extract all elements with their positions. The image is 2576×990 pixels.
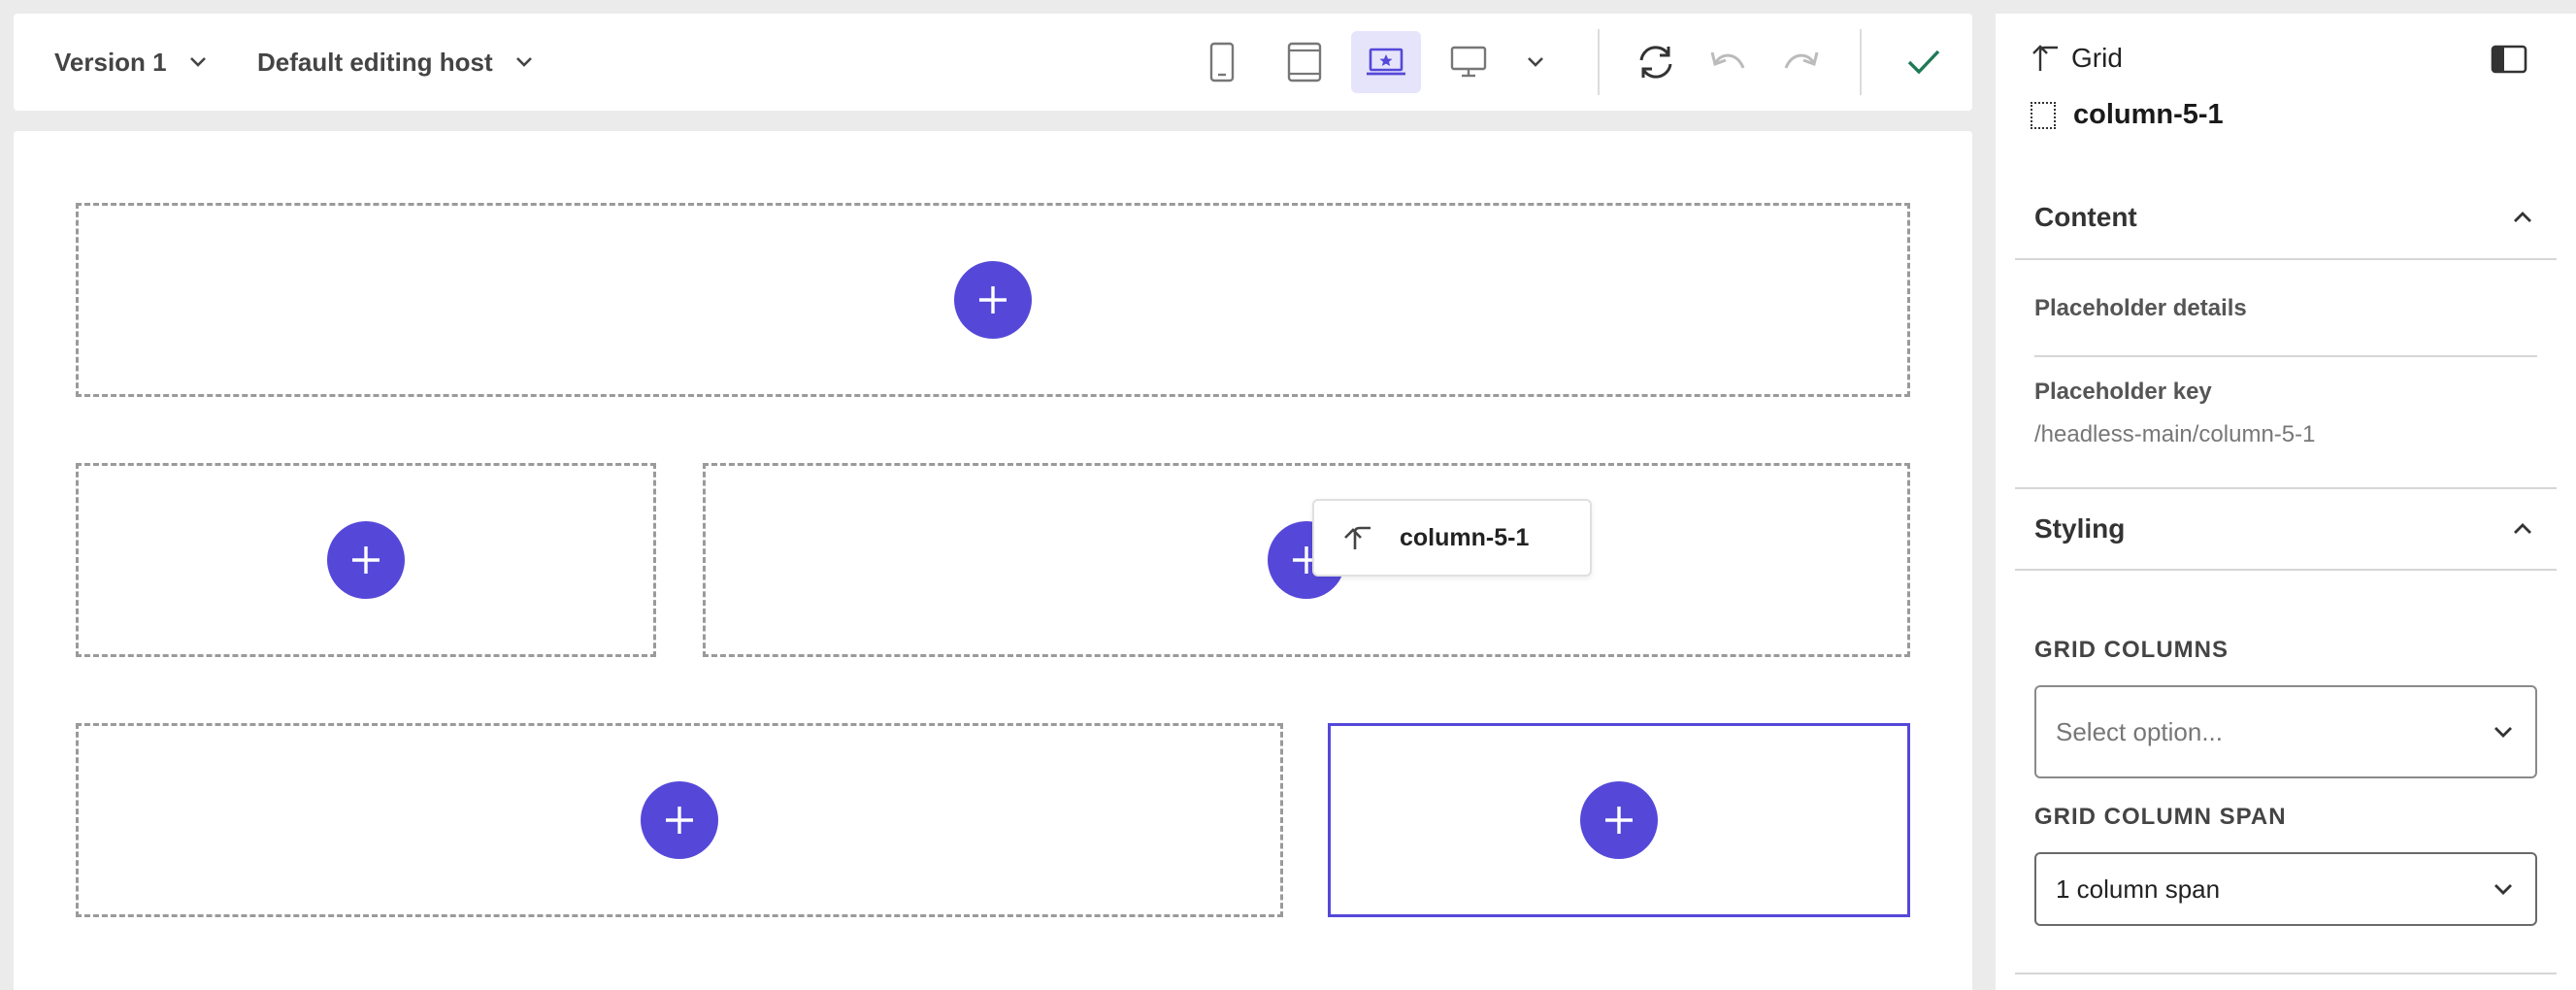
- desktop-view-button[interactable]: [1434, 31, 1503, 93]
- redo-button[interactable]: [1767, 31, 1836, 93]
- add-component-button[interactable]: [641, 781, 718, 859]
- content-section-header[interactable]: Content: [2015, 177, 2557, 260]
- chevron-down-icon: [2494, 727, 2512, 738]
- placeholder-column-5-1-selected[interactable]: [1328, 723, 1910, 917]
- toolbar-divider: [1598, 29, 1600, 95]
- add-component-button[interactable]: [1580, 781, 1658, 859]
- version-label: Version 1: [54, 47, 167, 77]
- properties-panel: Grid column-5-1 Content Placeholder deta…: [1996, 14, 2576, 990]
- add-component-button[interactable]: [327, 521, 405, 599]
- plus-icon: [1605, 807, 1633, 834]
- placeholder-row-2-col-2[interactable]: [703, 463, 1910, 657]
- laptop-view-button[interactable]: [1351, 31, 1421, 93]
- selected-component-chip[interactable]: column-5-1: [1312, 499, 1592, 577]
- editing-host-label: Default editing host: [257, 47, 493, 77]
- plus-icon: [352, 546, 380, 574]
- divider: [2015, 973, 2557, 974]
- placeholder-key-value: /headless-main/column-5-1: [2034, 421, 2316, 447]
- styling-section-header[interactable]: Styling: [2015, 487, 2557, 571]
- tablet-view-button[interactable]: [1270, 31, 1339, 93]
- parent-label: Grid: [2071, 43, 2123, 73]
- page-canvas: [14, 131, 1972, 990]
- toolbar-divider: [1860, 29, 1862, 95]
- desktop-icon: [1450, 46, 1487, 78]
- chevron-down-icon: [515, 57, 532, 67]
- grid-column-span-value: 1 column span: [2056, 874, 2221, 904]
- chevron-down-icon: [2494, 884, 2512, 895]
- grid-column-span-label: GRID COLUMN SPAN: [2034, 804, 2287, 830]
- mobile-icon: [1209, 42, 1235, 82]
- placeholder-row-2-col-1[interactable]: [76, 463, 656, 657]
- chevron-up-icon: [2514, 212, 2531, 222]
- confirm-button[interactable]: [1889, 31, 1959, 93]
- undo-icon: [1710, 51, 1745, 69]
- parent-breadcrumb[interactable]: Grid: [2031, 43, 2123, 74]
- undo-button[interactable]: [1693, 31, 1763, 93]
- divider: [2034, 355, 2537, 357]
- toggle-panel-button[interactable]: [2491, 45, 2527, 79]
- select-parent-icon: [2032, 45, 2058, 71]
- placeholder-row-3-col-1[interactable]: [76, 723, 1283, 917]
- laptop-icon: [1367, 48, 1405, 76]
- placeholder-key-label: Placeholder key: [2034, 379, 2212, 405]
- grid-columns-value: Select option...: [2056, 716, 2223, 746]
- editor-toolbar: Version 1 Default editing host: [14, 14, 1972, 111]
- select-parent-icon: [1344, 526, 1371, 549]
- refresh-icon: [1639, 46, 1672, 79]
- placeholder-icon: [2031, 101, 2056, 129]
- chevron-down-icon: [1528, 57, 1543, 67]
- add-component-button[interactable]: [954, 261, 1032, 339]
- component-title: column-5-1: [2031, 99, 2224, 131]
- tablet-icon: [1287, 42, 1322, 82]
- refresh-button[interactable]: [1621, 31, 1691, 93]
- redo-icon: [1784, 51, 1819, 69]
- chevron-down-icon: [189, 57, 206, 67]
- version-dropdown[interactable]: Version 1: [54, 14, 208, 111]
- editing-host-dropdown[interactable]: Default editing host: [257, 14, 534, 111]
- styling-section-title: Styling: [2034, 513, 2126, 544]
- component-name: column-5-1: [2073, 99, 2224, 130]
- grid-column-span-select[interactable]: 1 column span: [2034, 852, 2537, 926]
- more-devices-button[interactable]: [1501, 31, 1570, 93]
- mobile-view-button[interactable]: [1187, 31, 1257, 93]
- check-icon: [1907, 50, 1940, 75]
- sidebar-toggle-icon: [2491, 45, 2527, 74]
- content-section-title: Content: [2034, 202, 2137, 232]
- plus-icon: [666, 807, 693, 834]
- chevron-up-icon: [2514, 523, 2531, 534]
- selected-component-label: column-5-1: [1400, 523, 1530, 551]
- placeholder-row-1[interactable]: [76, 203, 1910, 397]
- grid-columns-label: GRID COLUMNS: [2034, 637, 2229, 663]
- grid-columns-select[interactable]: Select option...: [2034, 685, 2537, 778]
- plus-icon: [979, 286, 1007, 314]
- placeholder-details-label: Placeholder details: [2034, 295, 2247, 321]
